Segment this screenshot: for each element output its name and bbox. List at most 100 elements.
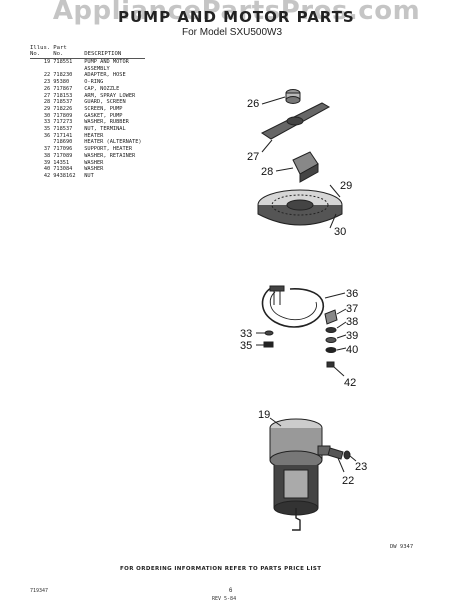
row-description: SCREEN, PUMP <box>84 105 123 112</box>
callout-22: 22 <box>342 475 354 487</box>
row-description: NUT, TERMINAL <box>84 126 126 133</box>
row-illus-no: 27 <box>43 92 51 99</box>
callout-23: 23 <box>355 461 367 473</box>
row-description: WASHER <box>84 166 104 173</box>
retainer-washer-part <box>325 327 337 333</box>
leader-line-28 <box>275 167 294 172</box>
header-illus: Illus. <box>30 45 51 51</box>
leader-line-40 <box>336 347 347 351</box>
leader-line-29 <box>329 184 341 198</box>
row-description: SUPPORT, HEATER <box>84 146 133 153</box>
callout-37: 37 <box>346 303 358 315</box>
row-description: HEATER <box>84 132 104 139</box>
row-description: ADAPTER, HOSE <box>84 72 126 79</box>
nozzle-cap-part <box>285 89 301 104</box>
callout-39: 39 <box>346 330 358 342</box>
row-part-no: 717141 <box>53 132 73 139</box>
row-part-no: 717096 <box>53 146 73 153</box>
table-header-row-1: Illus. Part <box>30 45 145 51</box>
callout-29: 29 <box>340 180 352 192</box>
leader-line-36 <box>324 292 346 299</box>
row-illus-no: 23 <box>43 79 51 86</box>
leader-line-22 <box>337 457 345 473</box>
row-part-no: 718690 <box>53 139 73 146</box>
row-illus-no: 26 <box>43 85 51 92</box>
row-description: CAP, NOZZLE <box>84 85 120 92</box>
pump-motor-assembly-part <box>269 418 331 531</box>
nut-part <box>326 361 335 368</box>
table-row: ASSEMBLY <box>30 66 145 73</box>
callout-30: 30 <box>334 226 346 238</box>
row-illus-no: 30 <box>43 112 51 119</box>
row-illus-no: 35 <box>43 126 51 133</box>
callout-40: 40 <box>346 344 358 356</box>
row-description: O-RING <box>84 79 104 86</box>
heater-support-part <box>324 309 338 325</box>
row-description: GASKET, PUMP <box>84 112 123 119</box>
page-title: PUMP AND MOTOR PARTS <box>118 8 355 26</box>
table-header-row-2: No. No. DESCRIPTION <box>30 51 145 59</box>
leader-line-39 <box>336 334 347 339</box>
row-part-no: 717089 <box>53 152 73 159</box>
callout-28: 28 <box>261 166 273 178</box>
row-description: ASSEMBLY <box>84 65 110 72</box>
washer-part-2 <box>325 347 337 353</box>
hose-adapter-part <box>327 447 344 460</box>
row-illus-no: 42 <box>43 172 51 179</box>
row-illus-no: 38 <box>43 152 51 159</box>
washer-part <box>325 337 337 343</box>
row-part-no: 718153 <box>53 92 73 99</box>
row-part-no: 14351 <box>53 159 70 166</box>
row-illus-no: 33 <box>43 119 51 126</box>
row-description: NUT <box>84 172 94 179</box>
header-part-no: No. <box>53 51 85 59</box>
leader-line-37 <box>336 308 347 315</box>
row-illus-no: 37 <box>43 146 51 153</box>
leader-line-23 <box>349 455 357 462</box>
row-description: GUARD, SCREEN <box>84 99 126 106</box>
row-illus-no: 40 <box>43 166 51 173</box>
row-illus-no: 36 <box>43 132 51 139</box>
footer-ordering-note: FOR ORDERING INFORMATION REFER TO PARTS … <box>120 566 322 572</box>
page-subtitle: For Model SXU500W3 <box>182 27 283 38</box>
row-illus-no: 19 <box>43 59 51 65</box>
row-illus-no: 39 <box>43 159 51 166</box>
row-illus-no: 22 <box>43 72 51 79</box>
row-part-no: 717809 <box>53 112 73 119</box>
callout-19: 19 <box>258 409 270 421</box>
callout-26: 26 <box>247 98 259 110</box>
page-number: 6 <box>229 588 233 594</box>
pump-screen-part <box>257 189 343 226</box>
o-ring-part <box>343 450 351 460</box>
row-part-no: 718537 <box>53 99 73 106</box>
row-description: PUMP AND MOTOR <box>84 59 129 65</box>
screen-guard-part <box>292 151 319 183</box>
row-part-no: 718551 <box>53 59 73 65</box>
row-part-no: 95380 <box>53 79 70 86</box>
header-part: Part <box>53 45 67 51</box>
row-description: WASHER, RUBBER <box>84 119 129 126</box>
callout-35: 35 <box>240 340 252 352</box>
heater-element-part <box>261 285 325 328</box>
row-part-no: 718537 <box>53 126 73 133</box>
leader-line-30 <box>329 213 337 229</box>
row-illus-no: 28 <box>43 99 51 106</box>
spray-arm-part <box>261 102 331 140</box>
terminal-nut-part <box>263 341 274 348</box>
